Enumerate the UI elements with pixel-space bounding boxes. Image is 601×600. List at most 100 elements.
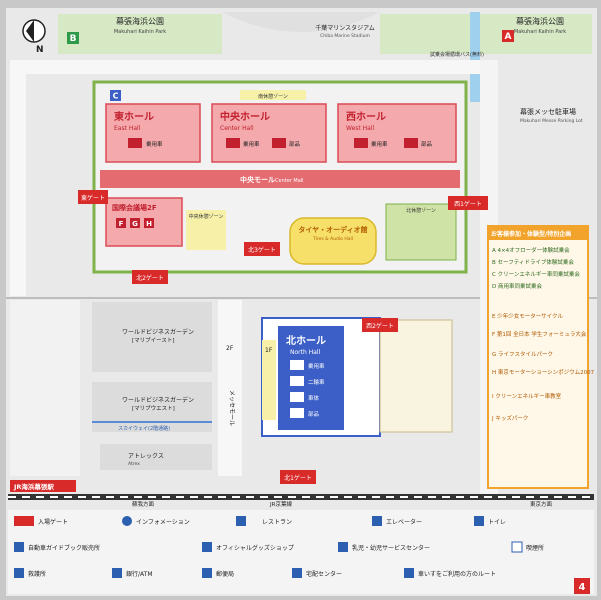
svg-text:JR海浜幕張駅: JR海浜幕張駅 (13, 482, 54, 491)
svg-text:車いすをご利用の方のルート: 車いすをご利用の方のルート (418, 570, 496, 578)
panel-item: G ライフスタイルパーク (492, 350, 553, 358)
page-number: 4 (579, 582, 586, 593)
svg-text:Atrex: Atrex (128, 461, 140, 467)
svg-text:乗用車: 乗用車 (243, 140, 260, 148)
svg-text:救護所: 救護所 (28, 570, 46, 578)
west-hall-label: 西ホール (346, 111, 386, 123)
marker-a-icon (502, 30, 514, 42)
svg-text:トイレ: トイレ (488, 519, 506, 526)
stadium-shape (222, 12, 380, 32)
svg-text:B: B (70, 34, 77, 44)
atrex-block (100, 444, 212, 470)
svg-text:東ゲート: 東ゲート (81, 194, 105, 202)
messe-mall[interactable] (218, 300, 242, 476)
svg-text:Makuhari Messe Parking Lot: Makuhari Messe Parking Lot (520, 118, 583, 124)
svg-text:国際会議場2F: 国際会議場2F (112, 203, 157, 212)
legend: 入場ゲート インフォメーション レストラン エレベーター トイレ 自動車ガイドブ… (8, 510, 594, 594)
south-road (10, 60, 480, 74)
north-hall-label-en: North Hall (290, 349, 321, 356)
svg-text:乗用車: 乗用車 (146, 140, 163, 148)
west-block (10, 300, 80, 476)
shop-icon (202, 542, 212, 552)
east-hall-label-en: East Hall (114, 125, 141, 132)
svg-text:インフォメーション: インフォメーション (136, 519, 190, 526)
info-icon (122, 516, 132, 526)
panel-item: J キッズパーク (491, 414, 528, 422)
east-gate[interactable]: 東ゲート (78, 190, 108, 204)
svg-text:二輪車: 二輪車 (308, 378, 325, 386)
center-hall-label: 中央ホール (220, 110, 270, 123)
panel-title: お客様参加・体験型/特別企画 (491, 230, 571, 238)
park-left-label: 幕張海浜公園 (116, 16, 164, 26)
car-icon (290, 360, 304, 370)
car-icon (354, 138, 368, 148)
smoking-icon (511, 541, 523, 553)
shuttle-label: 試乗会場循環バス(無料) (430, 51, 484, 58)
bank-icon (112, 568, 122, 578)
park-right-label-en: Makuhari Kaihin Park (514, 29, 566, 35)
svg-text:北2ゲート: 北2ゲート (136, 274, 164, 282)
park-left-label-en: Makuhari Kaihin Park (114, 29, 166, 35)
center-mall[interactable] (100, 170, 460, 188)
central-rest-zone (186, 210, 226, 250)
elevator-icon (372, 516, 382, 526)
svg-text:車体: 車体 (308, 394, 320, 402)
svg-text:部品: 部品 (289, 140, 301, 148)
east-hall[interactable]: 東ホール East Hall 乗用車 (105, 103, 201, 163)
svg-text:乗用車: 乗用車 (308, 362, 325, 370)
north-hall[interactable]: 北ホール North Hall 乗用車 二輪車 車体 部品 (261, 317, 381, 437)
marker-f-icon (116, 218, 126, 228)
wbg-north-block (92, 302, 212, 372)
stadium-label: 千葉マリンスタジアム (315, 24, 374, 32)
svg-text:H: H (146, 220, 152, 228)
svg-text:Center Mall: Center Mall (275, 178, 304, 184)
west2-gate[interactable]: 西2ゲート (362, 318, 398, 332)
svg-text:部品: 部品 (421, 140, 433, 148)
svg-text:タイヤ・オーディオ館: タイヤ・オーディオ館 (298, 225, 367, 234)
svg-text:西2ゲート: 西2ゲート (366, 322, 394, 330)
stadium-label-en: Chiba Marine Stadium (320, 33, 370, 39)
jr-station[interactable]: JR海浜幕張駅 (10, 480, 76, 492)
panel-item: F 第1回 全日本 学生フォーミュラ大会 (492, 330, 587, 338)
rail-direction-right: 東京方面 (530, 500, 553, 508)
rail-line-label: JR京葉線 (269, 500, 292, 508)
panel-item: B セーフティドライブ体験試乗会 (492, 258, 574, 266)
park-right (380, 14, 592, 54)
svg-text:[マリブイースト]: [マリブイースト] (132, 336, 175, 344)
wheelchair-icon (404, 568, 414, 578)
svg-text:A: A (505, 32, 512, 42)
panel-item: D 商用車同乗試乗会 (492, 282, 542, 290)
north2-gate[interactable]: 北2ゲート (132, 270, 168, 284)
panel-item: A 4×4オフローダー体験試乗会 (492, 246, 570, 254)
childcare-icon (338, 542, 348, 552)
svg-text:北休憩ゾーン: 北休憩ゾーン (406, 207, 436, 214)
body-icon (290, 392, 304, 402)
tires-audio-hall[interactable]: タイヤ・オーディオ館 Tires & Audio Hall (289, 217, 377, 265)
svg-text:西1ゲート: 西1ゲート (454, 200, 482, 208)
north-compass-icon: N (22, 19, 46, 55)
panel-item: C クリーンエネルギー車同乗試乗会 (492, 270, 580, 278)
svg-text:1F: 1F (265, 347, 273, 354)
west1-gate[interactable]: 西1ゲート (448, 196, 488, 210)
panel-item: H 東京モーターショーシンポジウム2007 (492, 368, 595, 376)
svg-text:スカイウェイ(2階通路): スカイウェイ(2階通路) (118, 425, 170, 432)
west-hall[interactable]: 西ホール West Hall 乗用車 部品 (337, 103, 457, 163)
north1-gate[interactable]: 北1ゲート (280, 470, 316, 484)
marker-c-icon (110, 90, 121, 101)
svg-text:北3ゲート: 北3ゲート (248, 246, 276, 254)
messe-mall-label: メッセモール (228, 390, 235, 426)
panel-item: E 少年少女モーターサイクル (492, 312, 563, 320)
svg-text:Tires & Audio Hall: Tires & Audio Hall (312, 236, 353, 242)
canal (470, 12, 480, 102)
svg-text:銀行/ATM: 銀行/ATM (126, 570, 153, 578)
marker-b-icon (67, 32, 79, 44)
rail-direction-left: 蘇我方面 (132, 500, 155, 508)
restaurant-icon (236, 516, 246, 526)
center-hall[interactable]: 中央ホール Center Hall 乗用車 部品 (211, 103, 327, 163)
north3-gate[interactable]: 北3ゲート (244, 242, 280, 256)
north-side-info (379, 319, 453, 433)
wbg-label: ワールドビジネスガーデン (122, 328, 194, 336)
park-right-label: 幕張海浜公園 (516, 16, 564, 26)
intl-conference-hall[interactable]: 国際会議場2F F G H (105, 197, 183, 247)
jr-keiyo-line (8, 494, 594, 500)
